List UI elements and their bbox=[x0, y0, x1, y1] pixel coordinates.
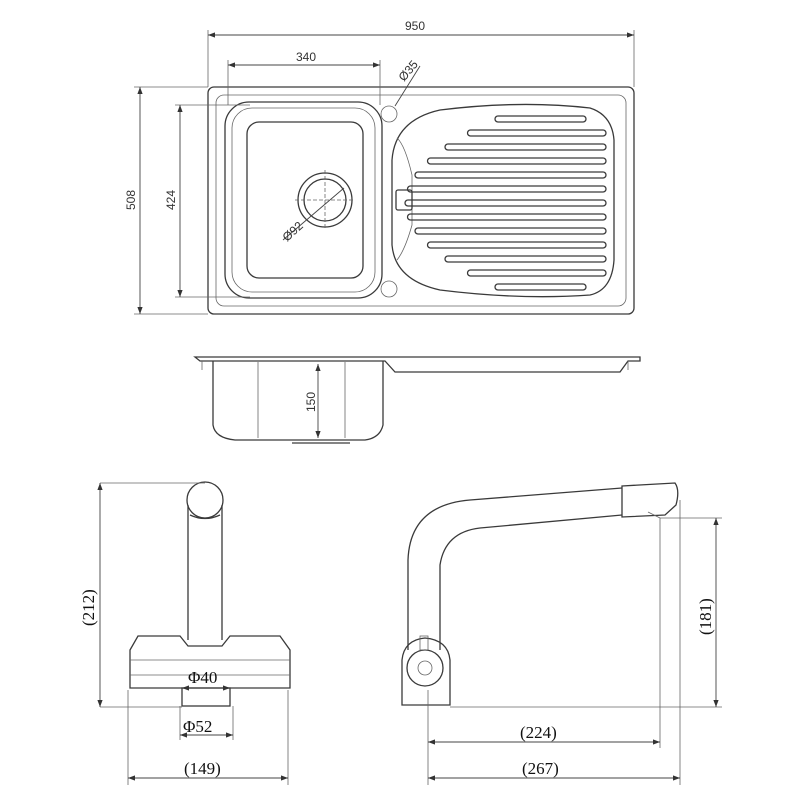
overall-depth-label: 508 bbox=[124, 190, 138, 210]
drainer-groove bbox=[426, 241, 607, 249]
drainer-groove bbox=[414, 171, 607, 179]
drainer-groove bbox=[466, 129, 607, 137]
drainer-groove bbox=[406, 213, 607, 221]
overall-length-label: (267) bbox=[522, 759, 559, 778]
tap-side-view: (181) (224) (267) bbox=[401, 482, 722, 785]
drainer-groove bbox=[494, 283, 587, 291]
inner-diameter-label: Φ40 bbox=[188, 668, 217, 687]
tap-front-view: (212) Φ40 Φ52 (149) bbox=[79, 481, 291, 785]
bowl-width-label: 340 bbox=[296, 50, 316, 64]
waste-diameter-label: Ø92 bbox=[280, 218, 306, 244]
spout-height-label: (181) bbox=[696, 598, 715, 635]
bowl-length-label: 424 bbox=[164, 190, 178, 210]
spout-reach-label: (224) bbox=[520, 723, 557, 742]
drainer-grooves bbox=[404, 115, 607, 291]
tap-hole-diameter-label: Ø35 bbox=[396, 57, 422, 84]
tap-hole bbox=[380, 280, 398, 298]
drainer-groove bbox=[404, 199, 607, 207]
base-diameter-label: Φ52 bbox=[183, 717, 212, 736]
overall-width-label: 950 bbox=[405, 19, 425, 33]
sink-side-view: 150 bbox=[193, 356, 641, 444]
tap-hole bbox=[380, 105, 398, 123]
drainer-groove bbox=[444, 255, 607, 263]
drainer-groove bbox=[444, 143, 607, 151]
drainer-groove bbox=[494, 115, 587, 123]
sink-top-dimensions: 950 340 508 424 bbox=[124, 19, 635, 315]
tap-height-label: (212) bbox=[79, 589, 98, 626]
bowl-depth-label: 150 bbox=[304, 392, 318, 412]
sink-top-view: Ø92 Ø35 bbox=[207, 57, 635, 315]
drainer-groove bbox=[426, 157, 607, 165]
drainer-groove bbox=[466, 269, 607, 277]
drainer-groove bbox=[414, 227, 607, 235]
drainer-groove bbox=[406, 185, 607, 193]
tap-width-label: (149) bbox=[184, 759, 221, 778]
